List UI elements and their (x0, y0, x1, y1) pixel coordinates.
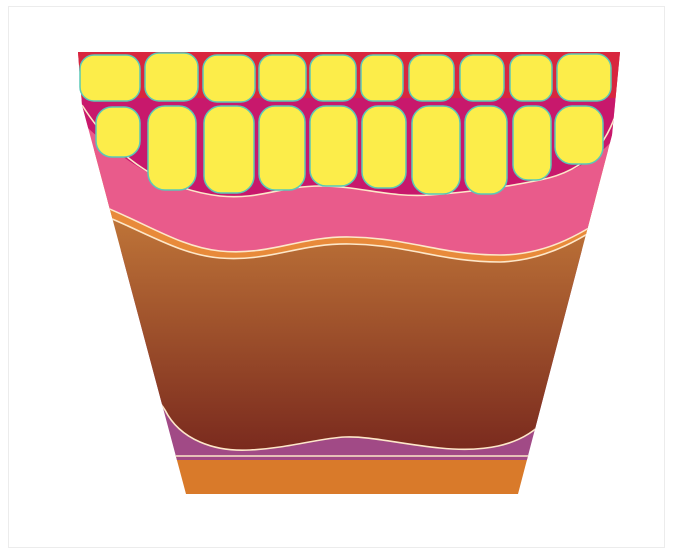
cell (555, 106, 603, 164)
cell (361, 55, 403, 101)
cell (460, 55, 504, 101)
cell (362, 106, 406, 188)
cell (510, 55, 552, 101)
cell (465, 106, 507, 194)
cell (145, 53, 198, 101)
cell-row-top (80, 53, 611, 102)
cell (409, 55, 454, 101)
cell (557, 54, 611, 101)
cell (80, 55, 140, 101)
cell (203, 55, 255, 102)
cell (204, 106, 254, 193)
cell (259, 55, 306, 101)
cell (412, 106, 460, 194)
cell (96, 107, 140, 157)
cell (513, 106, 551, 180)
cell (310, 55, 356, 101)
cell (259, 106, 305, 190)
cell (148, 106, 196, 190)
base-layer (60, 455, 640, 500)
cell (310, 106, 357, 186)
